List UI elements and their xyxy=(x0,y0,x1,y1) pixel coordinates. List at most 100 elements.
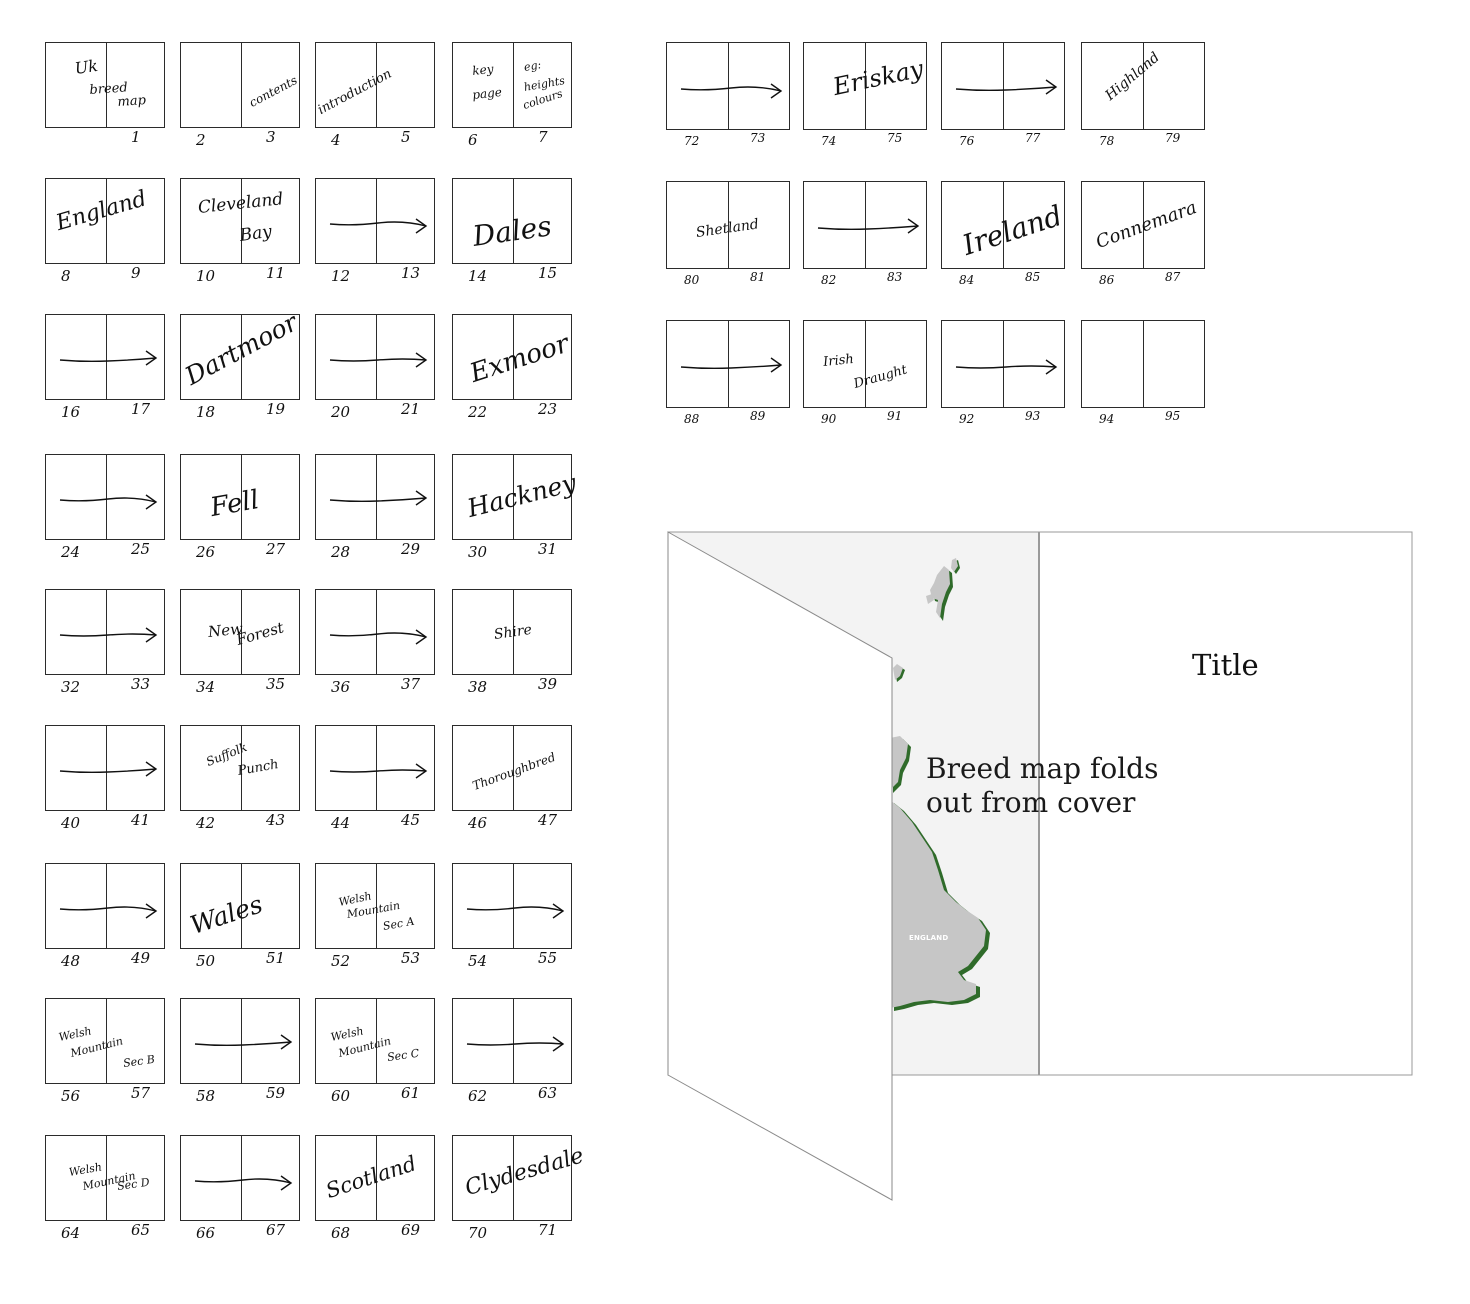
continue-arrow-icon xyxy=(817,218,920,234)
page-spread xyxy=(315,178,435,264)
left-page-number: 8 xyxy=(61,267,71,285)
spread-fold-line xyxy=(865,321,866,407)
right-page-number: 19 xyxy=(266,400,286,418)
page-spread xyxy=(315,725,435,811)
left-page-number: 26 xyxy=(196,543,216,561)
spread-fold-line xyxy=(513,590,514,674)
right-page-number: 67 xyxy=(266,1221,286,1239)
right-page-number: 93 xyxy=(1025,409,1041,423)
spread-handwritten-label: Cleveland xyxy=(197,189,285,218)
spread-fold-line xyxy=(376,1136,377,1220)
spread-handwritten-label: map xyxy=(117,93,147,110)
right-page-number: 63 xyxy=(538,1084,558,1102)
right-page-number: 13 xyxy=(401,264,421,282)
left-page-number: 28 xyxy=(331,543,351,561)
left-page-number: 18 xyxy=(196,403,216,421)
right-page-number: 49 xyxy=(131,949,151,967)
right-page-number: 83 xyxy=(887,270,903,284)
spread-handwritten-label: Dales xyxy=(470,209,554,253)
page-spread: Shetland xyxy=(666,181,790,269)
page-spread xyxy=(315,589,435,675)
page-spread: Hackney xyxy=(452,454,579,540)
spread-handwritten-label: introduction xyxy=(315,66,395,118)
page-spread xyxy=(941,42,1065,130)
right-page-number: 65 xyxy=(131,1221,151,1239)
england-region-label: ENGLAND xyxy=(909,934,949,942)
spread-fold-line xyxy=(513,726,514,810)
left-page-number: 6 xyxy=(468,131,478,149)
right-page-number: 29 xyxy=(401,540,421,558)
right-page-number: 31 xyxy=(538,540,558,558)
left-page-number: 64 xyxy=(61,1224,81,1242)
page-spread xyxy=(1081,320,1205,408)
right-page-number: 37 xyxy=(401,675,421,693)
spread-fold-line xyxy=(513,1136,514,1220)
left-page-number: 72 xyxy=(684,134,700,148)
page-spread xyxy=(452,998,572,1084)
spread-handwritten-label: England xyxy=(53,186,150,236)
page-spread xyxy=(180,1135,300,1221)
page-spread xyxy=(45,863,165,949)
right-page-number: 85 xyxy=(1025,270,1041,284)
spread-handwritten-label: Uk xyxy=(73,55,100,78)
spread-fold-line xyxy=(241,1136,242,1220)
left-page-number: 84 xyxy=(959,273,975,287)
spread-handwritten-label: Hackney xyxy=(464,467,580,523)
continue-arrow-icon xyxy=(329,490,428,506)
great-britain-map xyxy=(890,664,990,1011)
left-page-number: 42 xyxy=(196,814,216,832)
left-page-number: 16 xyxy=(61,403,81,421)
right-page-number: 69 xyxy=(401,1221,421,1239)
page-spread: Thoroughbred xyxy=(452,725,572,811)
spread-handwritten-label: Highland xyxy=(1102,49,1163,104)
spread-fold-line xyxy=(106,179,107,263)
continue-arrow-icon xyxy=(329,629,428,645)
page-spread xyxy=(45,589,165,675)
continue-arrow-icon xyxy=(955,359,1058,375)
right-page-number: 5 xyxy=(401,128,411,146)
right-page-number: 53 xyxy=(401,949,421,967)
left-page-number: 34 xyxy=(196,678,216,696)
right-page-number: 11 xyxy=(266,264,286,282)
spread-fold-line xyxy=(241,43,242,127)
right-page-number: 77 xyxy=(1025,131,1041,145)
spread-fold-line xyxy=(865,182,866,268)
spread-handwritten-label: Welsh xyxy=(67,1160,103,1179)
page-spread: Highland xyxy=(1081,42,1205,130)
right-page-number: 51 xyxy=(266,949,286,967)
right-page-number: 1 xyxy=(131,128,141,146)
right-page-number: 45 xyxy=(401,811,421,829)
page-spread xyxy=(666,42,790,130)
spread-handwritten-label: key xyxy=(471,61,495,78)
spread-handwritten-label: eg: xyxy=(522,58,543,74)
left-page-number: 92 xyxy=(959,412,975,426)
left-page-number: 58 xyxy=(196,1087,216,1105)
continue-arrow-icon xyxy=(59,903,158,919)
left-page-number: 22 xyxy=(468,403,488,421)
spread-fold-line xyxy=(1143,321,1144,407)
right-page-number: 71 xyxy=(538,1221,558,1239)
left-page-number: 52 xyxy=(331,952,351,970)
spread-handwritten-label: Punch xyxy=(236,757,280,779)
map-caption: Breed map folds out from cover xyxy=(926,752,1159,819)
left-page-number: 76 xyxy=(959,134,975,148)
spread-fold-line xyxy=(1143,43,1144,129)
continue-arrow-icon xyxy=(680,357,783,373)
spread-fold-line xyxy=(513,864,514,948)
spread-handwritten-label: Eriskay xyxy=(830,54,926,101)
spread-fold-line xyxy=(376,726,377,810)
spread-handwritten-label: Shire xyxy=(492,621,533,643)
right-page-number: 35 xyxy=(266,675,286,693)
right-page-number: 21 xyxy=(401,400,421,418)
right-page-number: 75 xyxy=(887,131,903,145)
spread-fold-line xyxy=(106,315,107,399)
right-page-number: 17 xyxy=(131,400,151,418)
spread-fold-line xyxy=(376,455,377,539)
left-page-number: 82 xyxy=(821,273,837,287)
left-page-number: 88 xyxy=(684,412,700,426)
